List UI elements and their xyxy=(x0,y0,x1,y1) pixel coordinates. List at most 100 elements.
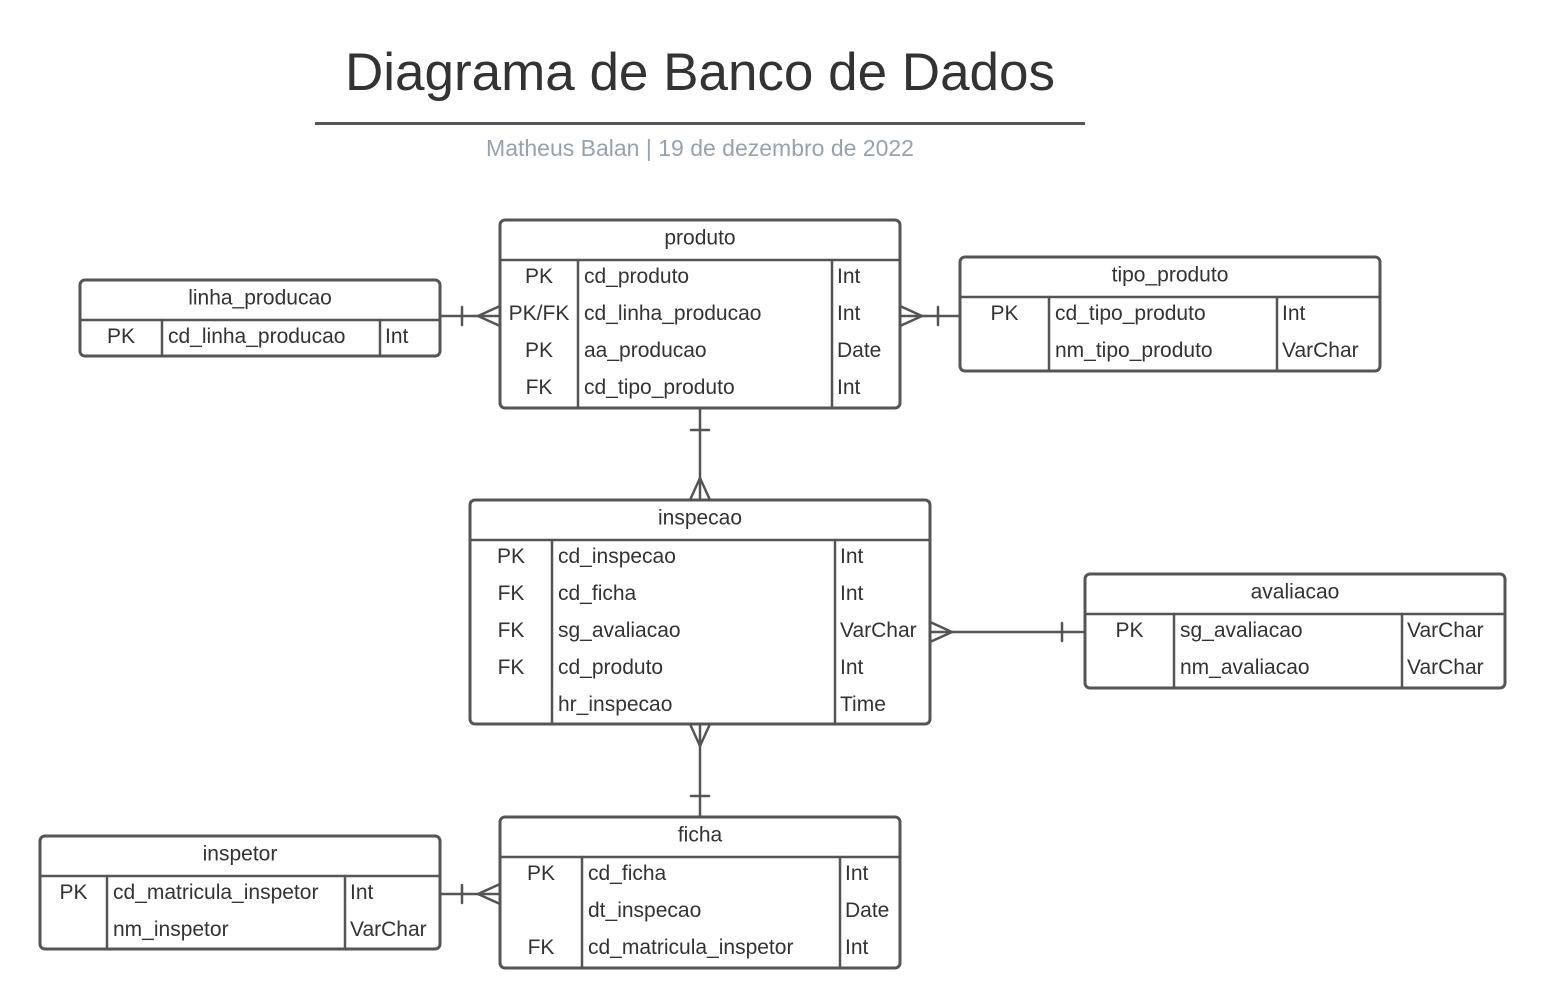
entity-row: FK cd_tipo_produto Int xyxy=(526,376,861,399)
crow-foot xyxy=(898,314,924,328)
relationship-ficha-inspecao xyxy=(688,722,712,819)
diagram-subtitle: Matheus Balan | 19 de dezembro de 2022 xyxy=(486,135,914,161)
relationship-produto-inspecao xyxy=(688,406,712,502)
field-cell: cd_tipo_produto xyxy=(584,376,735,399)
field-cell: cd_linha_producao xyxy=(584,302,761,325)
key-cell: PK xyxy=(497,545,525,568)
field-cell: cd_produto xyxy=(584,265,689,288)
key-cell: PK xyxy=(59,881,87,904)
entity-box xyxy=(78,278,442,358)
entity-row: PK cd_tipo_produto Int xyxy=(990,302,1305,325)
type-cell: Int xyxy=(845,862,869,885)
entity-name: avaliacao xyxy=(1251,581,1340,604)
type-cell: Int xyxy=(845,936,869,959)
entity-row: PK aa_producao Date xyxy=(525,339,881,362)
field-cell: cd_ficha xyxy=(558,582,637,605)
entity-row: PK cd_matricula_inspetor Int xyxy=(59,881,373,904)
field-cell: cd_inspecao xyxy=(558,545,676,568)
entity-box xyxy=(468,498,932,726)
field-cell: sg_avaliacao xyxy=(558,619,681,642)
field-cell: nm_inspetor xyxy=(113,918,229,941)
relationship-tipo_produto-produto xyxy=(898,304,962,328)
entity-row: nm_tipo_produto VarChar xyxy=(1055,339,1359,362)
entity-row: FK cd_matricula_inspetor Int xyxy=(528,936,869,959)
key-cell: PK xyxy=(107,325,135,348)
entity-row: PK sg_avaliacao VarChar xyxy=(1115,619,1483,642)
entity-name: ficha xyxy=(678,824,723,847)
field-cell: sg_avaliacao xyxy=(1180,619,1303,642)
diagram-title: Diagrama de Banco de Dados xyxy=(344,43,1056,102)
crow-foot xyxy=(698,476,712,502)
diagram-header: Diagrama de Banco de Dados Matheus Balan… xyxy=(315,38,1085,162)
key-cell: PK xyxy=(990,302,1018,325)
type-cell: Date xyxy=(845,899,889,922)
type-cell: Time xyxy=(840,693,886,716)
entity-box xyxy=(958,255,1382,373)
entity-name: tipo_produto xyxy=(1112,264,1229,287)
relationship-avaliacao-inspecao xyxy=(928,620,1087,644)
type-cell: Int xyxy=(840,582,864,605)
crow-foot xyxy=(688,722,702,748)
entity-row: dt_inspecao Date xyxy=(588,899,889,922)
field-cell: nm_avaliacao xyxy=(1180,656,1310,679)
type-cell: Date xyxy=(837,339,881,362)
entity-row: FK sg_avaliacao VarChar xyxy=(498,619,917,642)
field-cell: cd_produto xyxy=(558,656,663,679)
type-cell: Int xyxy=(840,656,864,679)
key-cell: FK xyxy=(526,376,553,399)
crow-foot xyxy=(476,314,502,328)
type-cell: VarChar xyxy=(840,619,917,642)
title-divider xyxy=(315,122,1085,125)
key-cell: FK xyxy=(498,656,525,679)
crow-foot xyxy=(698,722,712,748)
key-cell: FK xyxy=(498,619,525,642)
field-cell: cd_matricula_inspetor xyxy=(588,936,793,959)
type-cell: VarChar xyxy=(1282,339,1359,362)
type-cell: VarChar xyxy=(1407,656,1484,679)
field-cell: hr_inspecao xyxy=(558,693,672,716)
entity-row: PK cd_produto Int xyxy=(525,265,861,288)
entity-row: hr_inspecao Time xyxy=(558,693,886,716)
entity-box xyxy=(38,834,442,951)
type-cell: Int xyxy=(837,302,861,325)
key-cell: PK xyxy=(525,339,553,362)
key-cell: PK xyxy=(525,265,553,288)
field-cell: cd_matricula_inspetor xyxy=(113,881,318,904)
key-cell: PK xyxy=(1115,619,1143,642)
field-cell: cd_tipo_produto xyxy=(1055,302,1206,325)
entity-name: inspecao xyxy=(658,507,742,530)
type-cell: Int xyxy=(837,376,861,399)
type-cell: Int xyxy=(837,265,861,288)
field-cell: cd_ficha xyxy=(588,862,667,885)
crow-foot xyxy=(928,630,954,644)
crow-foot xyxy=(688,476,702,502)
entity-row: nm_avaliacao VarChar xyxy=(1180,656,1484,679)
field-cell: aa_producao xyxy=(584,339,707,362)
key-cell: PK xyxy=(527,862,555,885)
crow-foot xyxy=(476,892,502,906)
field-cell: dt_inspecao xyxy=(588,899,701,922)
type-cell: Int xyxy=(1282,302,1306,325)
entity-row: FK cd_ficha Int xyxy=(498,582,864,605)
type-cell: VarChar xyxy=(350,918,427,941)
type-cell: VarChar xyxy=(1407,619,1484,642)
key-cell: FK xyxy=(498,582,525,605)
entity-row: nm_inspetor VarChar xyxy=(113,918,427,941)
field-cell: cd_linha_producao xyxy=(168,325,345,348)
field-cell: nm_tipo_produto xyxy=(1055,339,1213,362)
entity-name: produto xyxy=(664,227,735,250)
crow-foot xyxy=(898,304,924,318)
key-cell: FK xyxy=(528,936,555,959)
type-cell: Int xyxy=(350,881,374,904)
